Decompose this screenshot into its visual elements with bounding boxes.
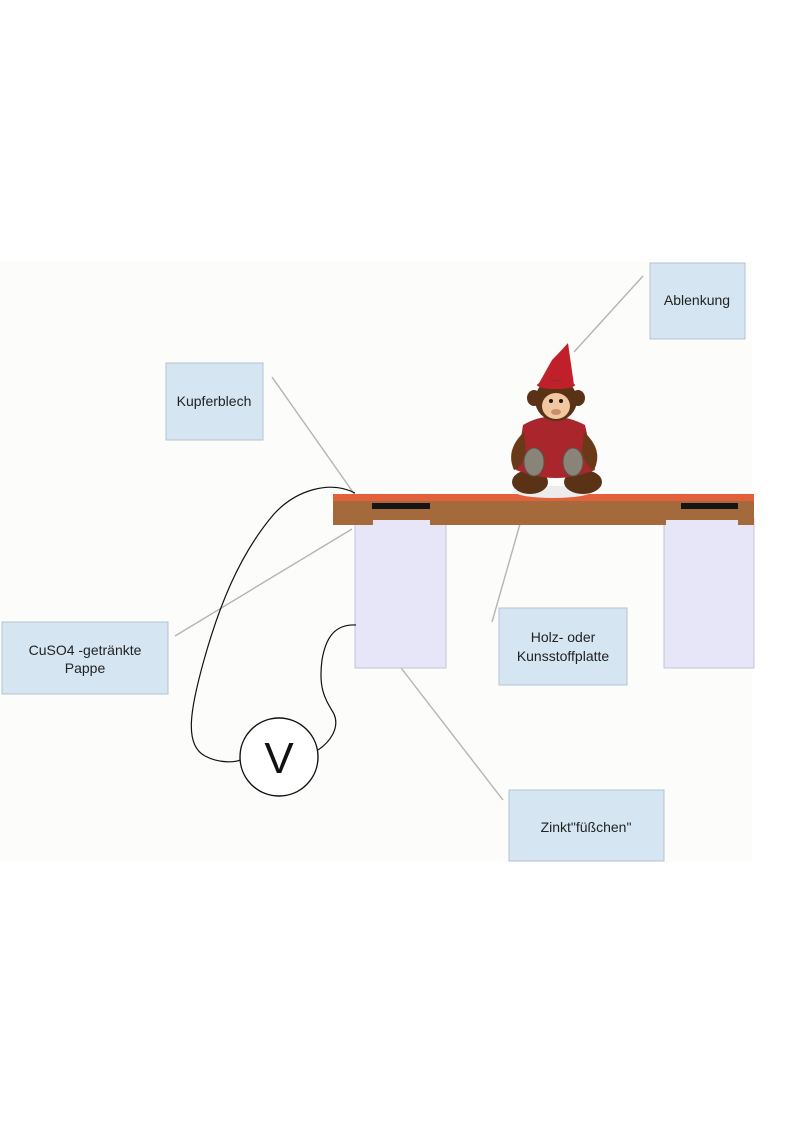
- label-cuso4-line2: Pappe: [65, 660, 106, 676]
- label-cuso4-pappe: CuSO4 -getränkte Pappe: [1, 621, 169, 695]
- leader-line-ablenkung: [573, 275, 644, 353]
- label-cuso4-line1: CuSO4 -getränkte: [29, 642, 142, 658]
- monkey-figure-icon: [511, 343, 602, 498]
- label-kupferblech-text: Kupferblech: [177, 393, 252, 409]
- label-ablenkung-text: Ablenkung: [664, 292, 730, 308]
- label-holz-kunststoffplatte: Holz- oder Kunsstoffplatte: [498, 607, 628, 686]
- label-holz-line1: Holz- oder: [531, 629, 596, 645]
- label-zink-text: Zinkt"füßchen": [541, 819, 632, 835]
- leader-line-kupferblech: [271, 376, 356, 496]
- wire-to-copper: [190, 486, 356, 763]
- board-foot-lip-right: [738, 500, 754, 525]
- board-foot-lip-middle: [430, 500, 666, 525]
- voltmeter-symbol: V: [264, 734, 294, 783]
- zinc-foot-right: [663, 518, 755, 669]
- wire-to-zinc: [317, 624, 357, 751]
- board-foot-lip-left: [333, 500, 373, 525]
- voltmeter-circle: [239, 717, 319, 797]
- cuso4-pad-right: [681, 503, 738, 509]
- leader-line-zink: [397, 663, 504, 801]
- zinc-foot-left: [354, 518, 447, 669]
- label-holz-line2: Kunsstoffplatte: [517, 648, 610, 664]
- cuso4-pad-left: [372, 503, 430, 509]
- leader-line-cuso4: [174, 528, 353, 637]
- voltmeter: V: [239, 717, 319, 797]
- label-kupferblech: Kupferblech: [165, 362, 264, 441]
- leader-line-holz: [491, 523, 521, 623]
- label-ablenkung: Ablenkung: [649, 262, 746, 340]
- label-zinkfuesschen: Zinkt"füßchen": [508, 789, 665, 862]
